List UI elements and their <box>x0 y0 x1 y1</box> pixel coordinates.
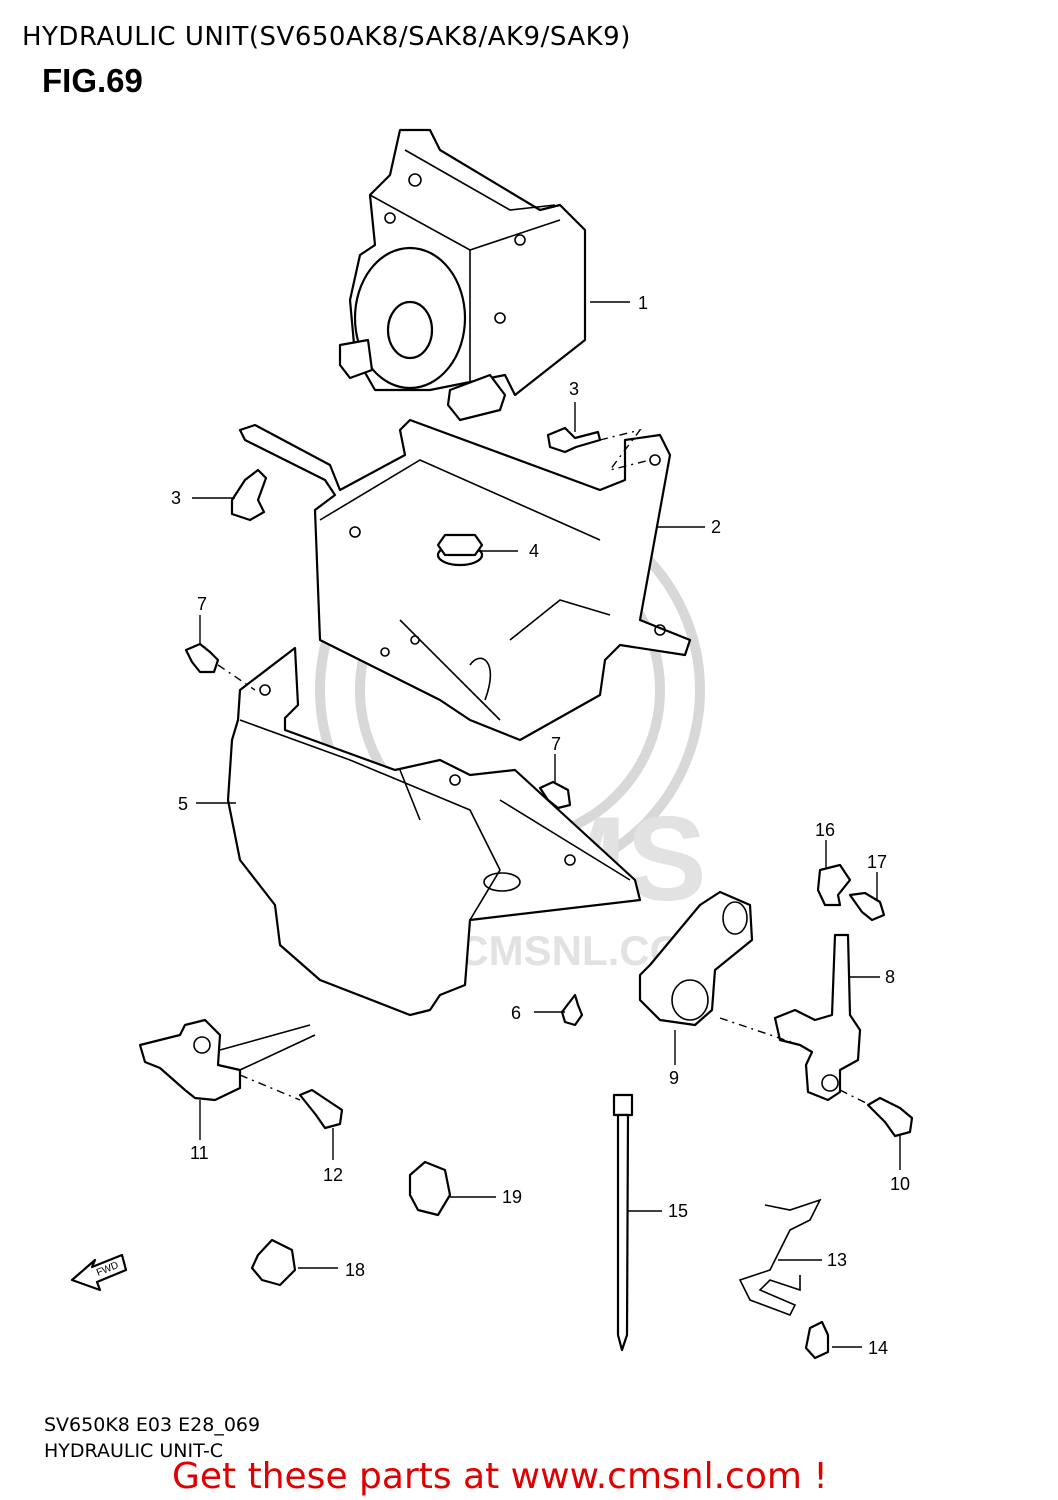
rotor-guide-line <box>719 1017 801 1046</box>
callout-15: 15 <box>668 1201 688 1221</box>
callout-8: 8 <box>885 967 895 987</box>
clamp-part-13[interactable] <box>738 1198 822 1317</box>
bolt-part-12[interactable] <box>298 1088 344 1130</box>
bolt-part-14[interactable] <box>804 1320 830 1360</box>
screw-part-7b[interactable] <box>538 780 572 810</box>
callout-2: 2 <box>711 517 721 537</box>
callout-7a: 7 <box>197 594 207 614</box>
leader-lines <box>192 301 901 1348</box>
bolt-part-3a[interactable] <box>546 426 602 454</box>
callout-10: 10 <box>890 1174 910 1194</box>
bolt-part-3b[interactable] <box>230 468 268 522</box>
callout-11: 11 <box>190 1143 209 1163</box>
sensor-part-11[interactable] <box>138 1018 316 1102</box>
clip-nut-part-16[interactable] <box>816 863 852 907</box>
callout-18: 18 <box>345 1260 365 1280</box>
callout-13: 13 <box>827 1250 847 1270</box>
fwd-arrow-icon: FWD <box>70 1253 128 1292</box>
hydraulic-unit-part-1[interactable] <box>338 128 587 422</box>
callout-7b: 7 <box>551 734 561 754</box>
cable-tie-part-15[interactable] <box>612 1093 634 1352</box>
callout-16: 16 <box>815 820 835 840</box>
callout-6: 6 <box>511 1003 521 1023</box>
screw-part-17[interactable] <box>848 891 886 922</box>
diagram-code: SV650K8 E03 E28_069 <box>44 1414 261 1436</box>
diagram-name: HYDRAULIC UNIT-C <box>44 1440 224 1462</box>
callout-14: 14 <box>868 1338 888 1358</box>
callout-17: 17 <box>867 852 887 872</box>
callout-3a: 3 <box>569 379 579 399</box>
bolt-part-10[interactable] <box>866 1096 914 1138</box>
screw-part-7a[interactable] <box>184 642 220 674</box>
bolt-3a-guide-line <box>599 428 651 472</box>
rotor-part-9[interactable] <box>638 890 754 1027</box>
callout-9: 9 <box>669 1068 679 1088</box>
bolt-10-guide-line <box>839 1089 871 1106</box>
callout-1: 1 <box>638 293 648 313</box>
screw-part-6[interactable] <box>560 993 584 1027</box>
callout-4: 4 <box>529 541 539 561</box>
cta-link[interactable]: Get these parts at www.cmsnl.com ! <box>172 1456 828 1497</box>
bracket-part-2[interactable] <box>238 418 692 742</box>
figure-number: FIG.69 <box>42 62 143 99</box>
grommet-part-4[interactable] <box>436 533 484 567</box>
callout-5: 5 <box>178 794 188 814</box>
clamp-part-18[interactable] <box>250 1238 297 1287</box>
callout-12: 12 <box>323 1165 343 1185</box>
cover-part-5[interactable] <box>226 646 642 1017</box>
clamp-part-19[interactable] <box>408 1160 452 1217</box>
sensor-part-8[interactable] <box>773 933 862 1102</box>
sensor-11-guide-line <box>239 1074 301 1101</box>
callout-19: 19 <box>502 1187 522 1207</box>
diagram-title: HYDRAULIC UNIT(SV650AK8/SAK8/AK9/SAK9) <box>22 22 631 52</box>
callout-3b: 3 <box>171 488 181 508</box>
screw-7a-guide-line <box>217 664 256 691</box>
